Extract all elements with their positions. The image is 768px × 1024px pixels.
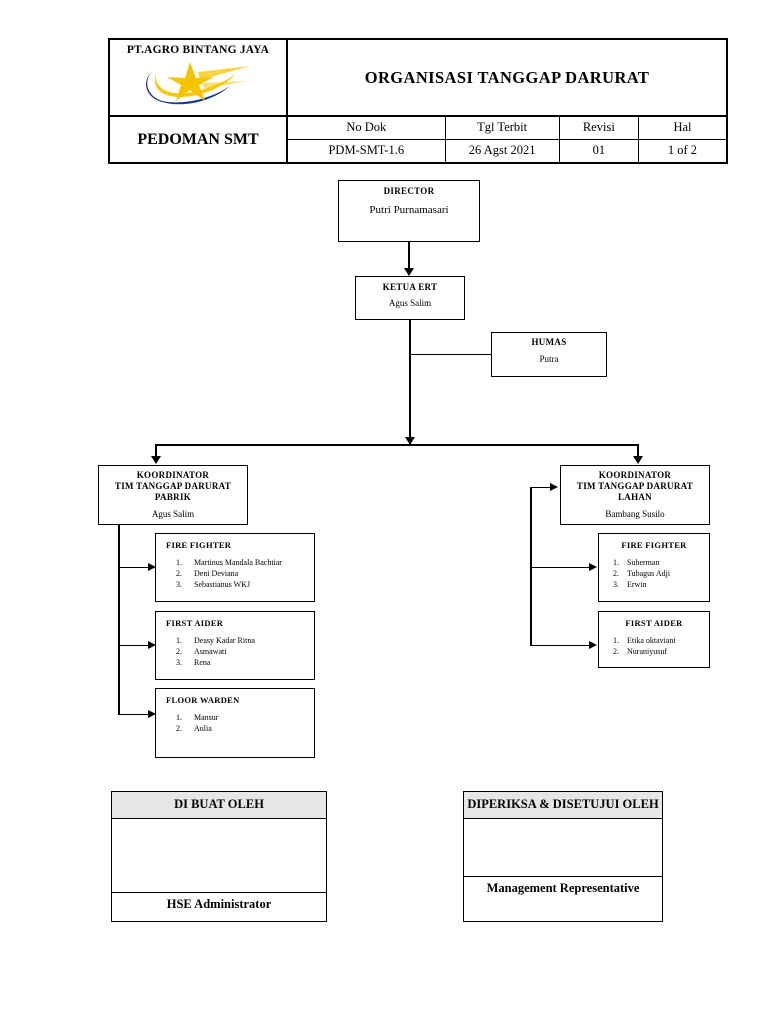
director-name: Putri Purnamasari [369,204,449,216]
meta-value-row: PDM-SMT-1.6 26 Agst 2021 01 1 of 2 [288,139,726,162]
list-item: Tubagus Adji [621,568,709,579]
signature-prepared-area[interactable] [112,819,326,892]
team-box-lahan-first-aider: FIRST AIDER Etika oktaviani Nuraniyusuf [598,611,710,668]
koordinator-pabrik-title-line1: KOORDINATOR [136,470,210,480]
list-item: Deasy Kadar Ritna [184,635,314,646]
document-title-cell: ORGANISASI TANGGAP DARURAT [288,40,726,115]
manual-label: PEDOMAN SMT [110,117,288,162]
team-member-list: Etika oktaviani Nuraniyusuf [607,635,709,657]
koordinator-lahan-title-line1: KOORDINATOR [598,470,672,480]
team-title: FIRST AIDER [166,618,224,628]
arrow-lahan-firstaider [589,641,597,649]
humas-name: Putra [539,354,559,364]
arrow-pabrik-floorwarden [148,710,156,718]
list-item: Mansur [184,712,314,723]
meta-value-hal: 1 of 2 [637,139,726,162]
meta-value-tgl-terbit: 26 Agst 2021 [444,139,560,162]
company-logo-cell: PT.AGRO BINTANG JAYA [110,40,288,115]
list-item: Aulia [184,723,314,734]
star-swoosh-logo-icon [138,58,258,106]
meta-value-no-dok: PDM-SMT-1.6 [288,139,446,162]
ketua-ert-name: Agus Salim [388,298,432,308]
document-meta-table: No Dok Tgl Terbit Revisi Hal PDM-SMT-1.6… [288,117,726,162]
meta-header-hal: Hal [637,117,726,140]
org-node-koordinator-pabrik: KOORDINATOR TIM TANGGAP DARURAT PABRIK A… [98,465,248,525]
org-node-ketua-ert: KETUA ERT Agus Salim [355,276,465,320]
arrow-lahan-firefighter [589,563,597,571]
koordinator-pabrik-name: Agus Salim [151,509,195,519]
team-title: FLOOR WARDEN [166,695,240,705]
company-name: PT.AGRO BINTANG JAYA [126,44,270,56]
director-title: DIRECTOR [383,186,435,196]
ketua-ert-title: KETUA ERT [382,282,438,292]
org-node-koordinator-lahan: KOORDINATOR TIM TANGGAP DARURAT LAHAN Ba… [560,465,710,525]
list-item: Nuraniyusuf [621,646,709,657]
arrow-director-to-ketua [404,268,414,276]
list-item: Deni Deviana [184,568,314,579]
connector-pabrik-to-floorwarden [118,714,151,716]
team-box-pabrik-fire-fighter: FIRE FIGHTER Martinus Mandala Bachtiar D… [155,533,315,602]
team-title: FIRE FIGHTER [621,540,687,550]
document-header-table: PT.AGRO BINTANG JAYA ORGANISASI TANGGAP … [108,38,728,164]
list-item: Rena [184,657,314,668]
list-item: Suherman [621,557,709,568]
connector-lahan-trunk [530,487,532,646]
team-member-list: Mansur Aulia [166,712,314,734]
header-top-row: PT.AGRO BINTANG JAYA ORGANISASI TANGGAP … [110,40,726,115]
connector-lahan-to-firstaider [530,645,592,647]
connector-bar-right-drop [637,444,639,458]
connector-director-to-ketua [408,242,410,270]
meta-header-no-dok: No Dok [288,117,446,140]
signature-block-approved: DIPERIKSA & DISETUJUI OLEH Management Re… [463,791,663,922]
team-member-list: Deasy Kadar Ritna Asmawati Rena [166,635,314,668]
org-node-humas: HUMAS Putra [491,332,607,377]
signature-approved-role: Management Representative [464,876,662,901]
meta-header-row: No Dok Tgl Terbit Revisi Hal [288,117,726,140]
team-member-list: Suherman Tubagus Adji Erwin [607,557,709,590]
meta-header-revisi: Revisi [558,117,639,140]
koordinator-lahan-name: Bambang Susilo [605,509,665,519]
connector-pabrik-to-firefighter [118,567,151,569]
list-item: Sebastianus WKJ [184,579,314,590]
signature-block-prepared: DI BUAT OLEH HSE Administrator [111,791,327,922]
team-box-pabrik-floor-warden: FLOOR WARDEN Mansur Aulia [155,688,315,758]
list-item: Asmawati [184,646,314,657]
arrow-pabrik-firstaider [148,641,156,649]
arrow-lahan-coordinator [550,483,558,491]
list-item: Martinus Mandala Bachtiar [184,557,314,568]
meta-value-revisi: 01 [558,139,639,162]
connector-lahan-to-firefighter [530,567,592,569]
arrow-ketua-trunk-end [405,437,415,445]
humas-title: HUMAS [531,337,567,347]
team-title: FIRE FIGHTER [166,540,232,550]
list-item: Erwin [621,579,709,590]
koordinator-lahan-title-line2: TIM TANGGAP DARURAT [576,481,694,491]
koordinator-lahan-title-line3: LAHAN [617,492,652,502]
team-box-pabrik-first-aider: FIRST AIDER Deasy Kadar Ritna Asmawati R… [155,611,315,680]
signature-approved-area[interactable] [464,819,662,876]
team-member-list: Martinus Mandala Bachtiar Deni Deviana S… [166,557,314,590]
connector-ketua-trunk [409,320,411,444]
arrow-to-koordinator-lahan [633,456,643,464]
org-node-director: DIRECTOR Putri Purnamasari [338,180,480,242]
signature-prepared-header: DI BUAT OLEH [112,792,326,819]
koordinator-pabrik-title-line2: TIM TANGGAP DARURAT [114,481,232,491]
arrow-to-koordinator-pabrik [151,456,161,464]
signature-prepared-role: HSE Administrator [112,892,326,917]
connector-coordinator-bar [155,444,639,446]
signature-approved-header: DIPERIKSA & DISETUJUI OLEH [464,792,662,819]
arrow-pabrik-firefighter [148,563,156,571]
document-title: ORGANISASI TANGGAP DARURAT [364,67,650,87]
meta-header-tgl-terbit: Tgl Terbit [444,117,560,140]
koordinator-pabrik-title-line3: PABRIK [154,492,192,502]
header-bottom-row: PEDOMAN SMT No Dok Tgl Terbit Revisi Hal… [110,115,726,162]
connector-pabrik-to-firstaider [118,645,151,647]
connector-ketua-to-humas [409,354,493,356]
team-box-lahan-fire-fighter: FIRE FIGHTER Suherman Tubagus Adji Erwin [598,533,710,602]
connector-pabrik-trunk [118,525,120,715]
team-title: FIRST AIDER [625,618,683,628]
list-item: Etika oktaviani [621,635,709,646]
connector-bar-left-drop [155,444,157,458]
connector-lahan-trunk-top [530,487,552,489]
